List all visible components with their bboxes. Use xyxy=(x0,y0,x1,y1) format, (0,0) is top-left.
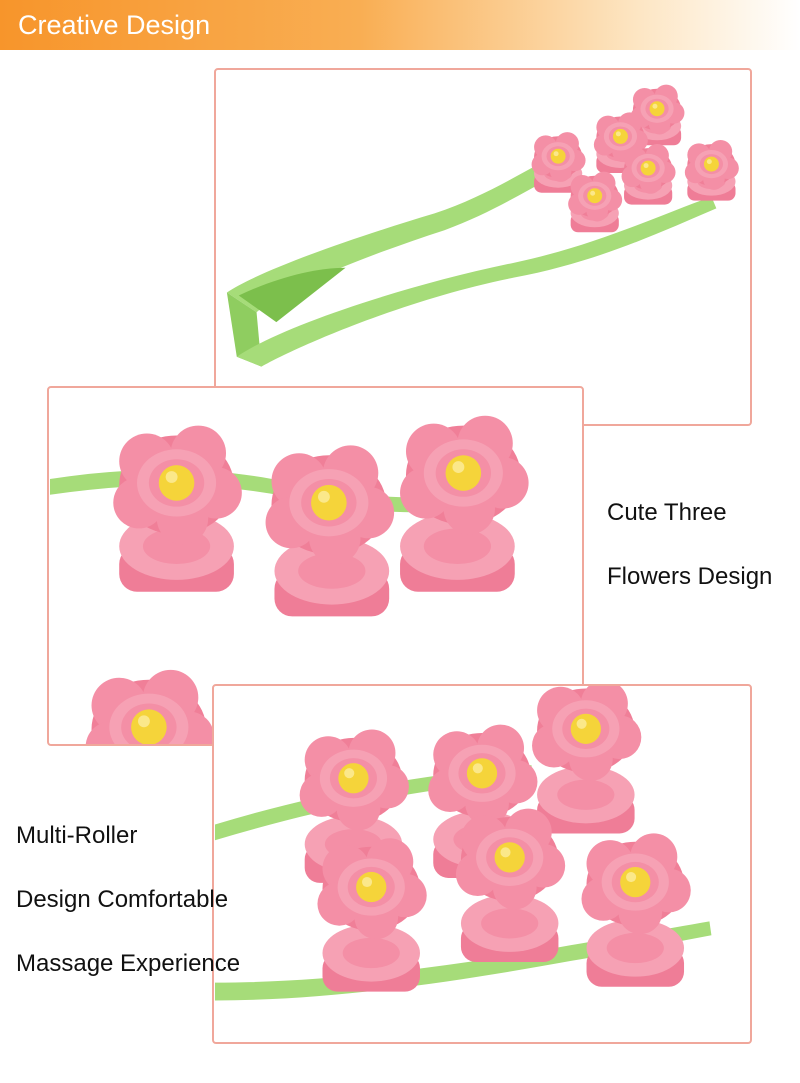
roller-overview-illustration xyxy=(226,84,739,367)
three-flowers-illustration xyxy=(49,415,529,744)
caption-cute-line1: Cute Three xyxy=(607,499,727,526)
product-photo-full xyxy=(214,68,752,426)
header-banner: Creative Design xyxy=(0,0,800,50)
caption-multi-line2: Design Comfortable xyxy=(16,886,229,913)
multi-roller-illustration xyxy=(215,686,712,1001)
caption-multi-line1: Multi-Roller xyxy=(16,822,138,849)
caption-cute-line2: Flowers Design xyxy=(607,563,773,590)
caption-multi-line3: Massage Experience xyxy=(16,950,241,977)
banner-title: Creative Design xyxy=(18,10,211,40)
product-photo-multi-roller xyxy=(212,684,752,1044)
